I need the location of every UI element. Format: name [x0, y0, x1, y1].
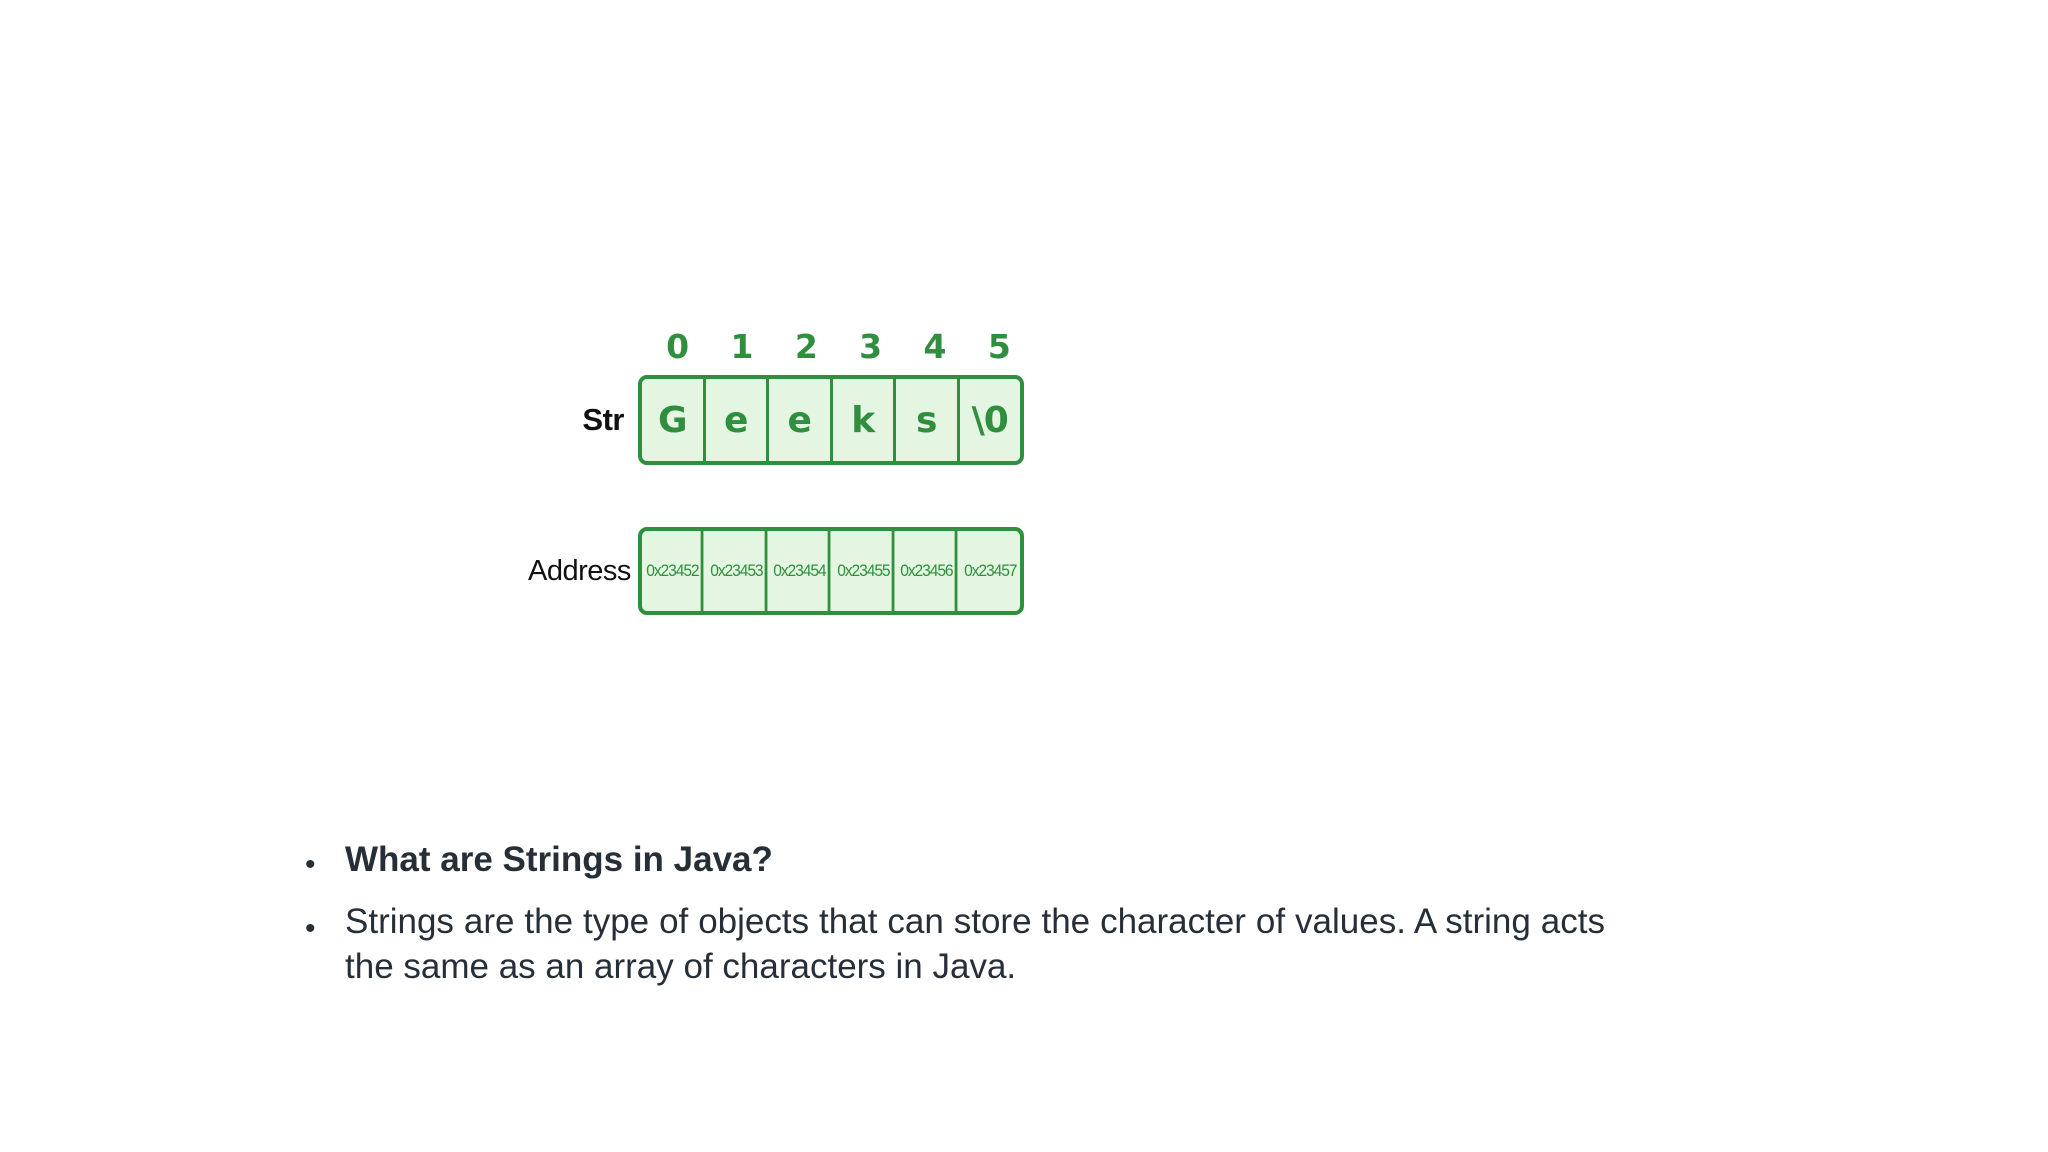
char-cell-1: e [705, 379, 769, 461]
address-cell-1: 0x23453 [708, 531, 767, 611]
address-cell-3: 0x23455 [835, 531, 894, 611]
list-item: • What are Strings in Java? [305, 838, 1605, 892]
index-label-4: 4 [923, 327, 946, 366]
index-label-3: 3 [859, 327, 882, 366]
char-cell-0: G [642, 379, 706, 461]
address-cell-box: 0x23452 0x23453 0x23454 0x23455 0x23456 … [638, 527, 1024, 615]
index-header-strip: 0 1 2 3 4 5 [645, 330, 1031, 363]
string-character-row: Str G e e k s \0 [528, 375, 1048, 465]
bullet-dot-icon: • [305, 848, 316, 881]
address-cell-2: 0x23454 [771, 531, 830, 611]
index-label-5: 5 [987, 327, 1011, 366]
char-cell-3: k [832, 379, 896, 461]
char-cell-2: e [769, 379, 833, 461]
char-cell-5: \0 [959, 379, 1020, 461]
row-label-address: Address [528, 554, 631, 587]
index-label-0: 0 [666, 327, 689, 366]
address-cell-0: 0x23452 [644, 531, 703, 611]
string-memory-diagram: 0 1 2 3 4 5 Str G e e k s \0 Address 0x2… [528, 330, 1048, 615]
bullet-list: • What are Strings in Java? • Strings ar… [305, 838, 1605, 998]
address-cell-4: 0x23456 [898, 531, 957, 611]
index-label-2: 2 [794, 327, 818, 366]
bullet-heading-text: What are Strings in Java? [345, 840, 773, 879]
list-item: • Strings are the type of objects that c… [305, 900, 1605, 990]
row-label-str: Str [582, 402, 624, 437]
address-cell-5: 0x23457 [961, 531, 1018, 611]
char-cell-4: s [896, 379, 960, 461]
string-cell-box: G e e k s \0 [638, 375, 1024, 465]
index-label-1: 1 [730, 327, 754, 366]
bullet-dot-icon: • [305, 912, 316, 945]
bullet-body-text: Strings are the type of objects that can… [345, 902, 1605, 986]
address-row: Address 0x23452 0x23453 0x23454 0x23455 … [528, 527, 1048, 615]
